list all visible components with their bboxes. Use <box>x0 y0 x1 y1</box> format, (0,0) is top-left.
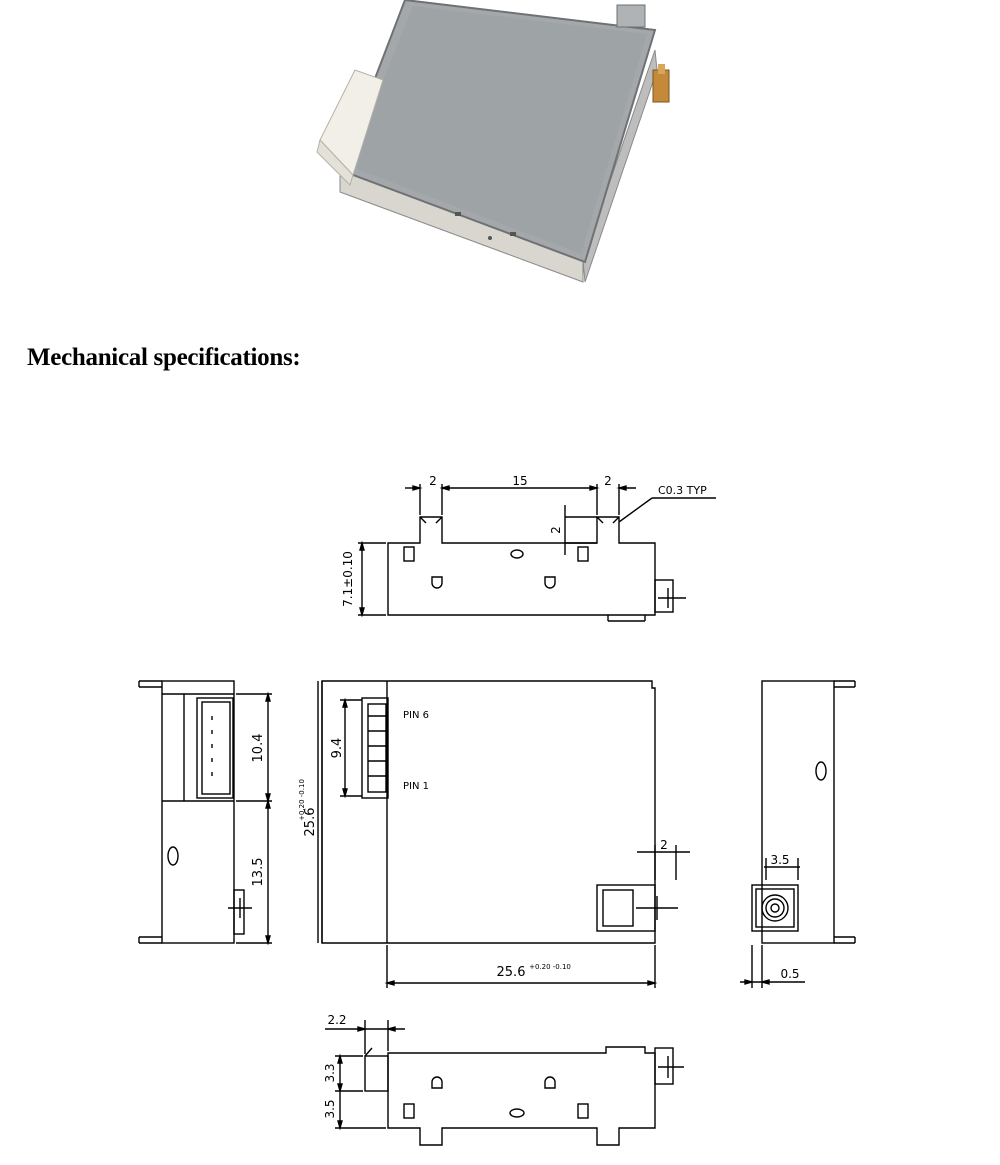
pin-label-top: PIN 6 <box>403 710 429 721</box>
dim-tab-left: 2 <box>429 474 437 488</box>
dim-front-height-tol: +0.20 -0.10 <box>298 779 306 821</box>
dim-tab-right: 2 <box>604 474 612 488</box>
dim-front-width-tol: +0.20 -0.10 <box>529 963 571 971</box>
dim-antenna-offset: 2 <box>660 838 668 852</box>
dim-tab-spacing: 15 <box>512 474 527 488</box>
section-heading: Mechanical specifications: <box>27 344 301 371</box>
pin-label-bottom: PIN 1 <box>403 781 429 792</box>
dim-right-connector: 3.5 <box>770 853 789 867</box>
dim-tab-height: 2 <box>549 526 563 534</box>
bottom-view: 2.2 3.3 3.5 <box>323 1013 684 1146</box>
left-view: 10.4 13.5 <box>138 680 272 946</box>
dim-right-plate: 0.5 <box>780 967 799 981</box>
dim-bottom-lower: 3.5 <box>323 1099 337 1118</box>
dim-front-width: 25.6 <box>497 965 526 980</box>
top-view: 2 15 2 C0.3 TYP 2 7.1±0.10 <box>341 474 716 622</box>
dim-left-connector: 10.4 <box>251 734 266 763</box>
dim-top-height: 7.1±0.10 <box>341 551 355 607</box>
right-view: 3.5 0.5 <box>740 680 856 988</box>
chamfer-note: C0.3 TYP <box>658 484 707 497</box>
front-view: PIN 6 PIN 1 9.4 25.6 +0.20 -0.10 2 25.6 … <box>298 680 690 988</box>
dim-bottom-upper: 3.3 <box>323 1063 337 1082</box>
dim-bottom-offset: 2.2 <box>327 1013 346 1027</box>
dim-front-pins: 9.4 <box>330 738 345 759</box>
dim-front-height: 25.6 <box>303 808 318 837</box>
module-photo <box>305 0 690 300</box>
dim-left-lower: 13.5 <box>251 858 266 887</box>
